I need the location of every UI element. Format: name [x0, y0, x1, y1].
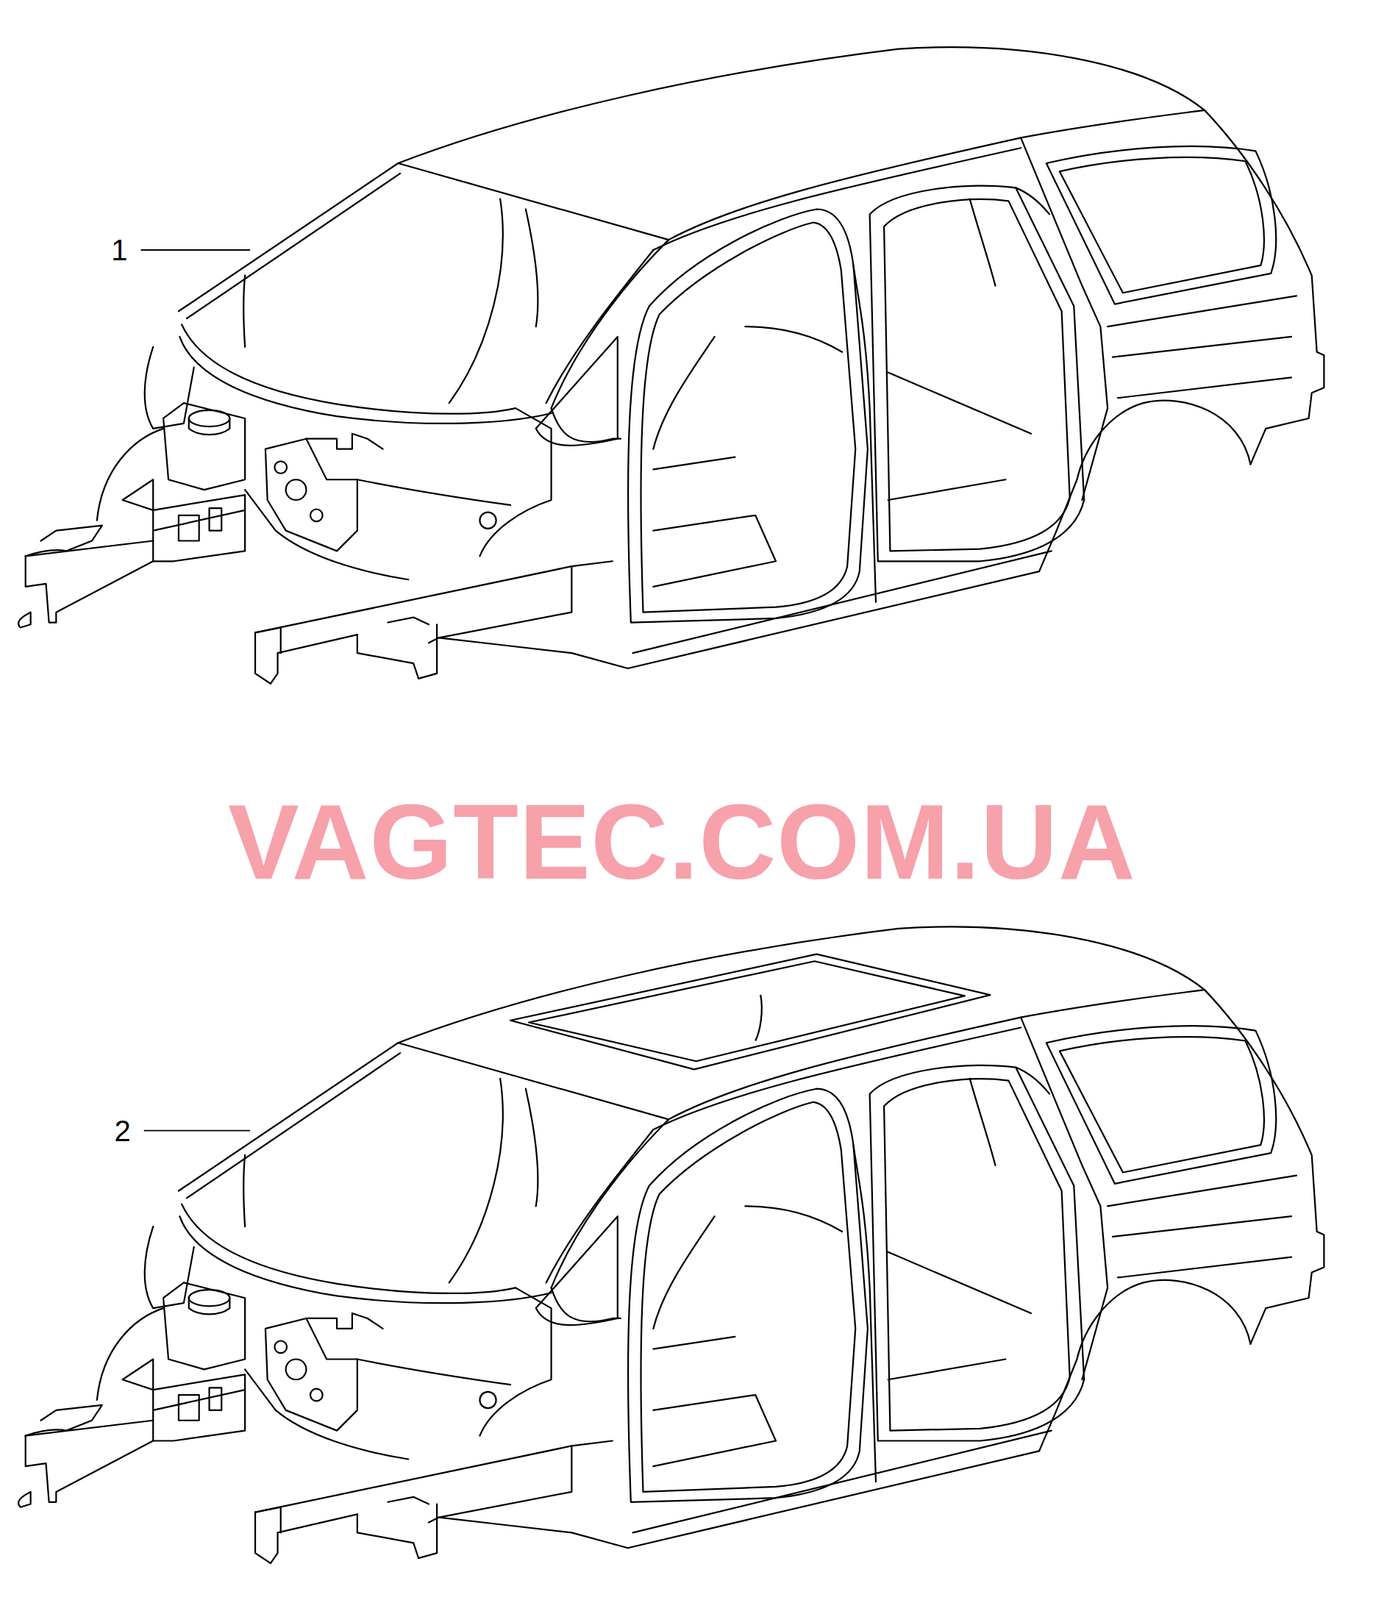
watermark: VAGTEC.COM.UA [227, 789, 1137, 896]
callout-number: 2 [112, 1116, 132, 1146]
leader-line [141, 250, 251, 1132]
car-body-shell-sunroof [18, 926, 1324, 1564]
car-body-shell [18, 47, 1324, 684]
sunroof-opening [510, 954, 990, 1071]
callout-number: 1 [109, 235, 129, 265]
